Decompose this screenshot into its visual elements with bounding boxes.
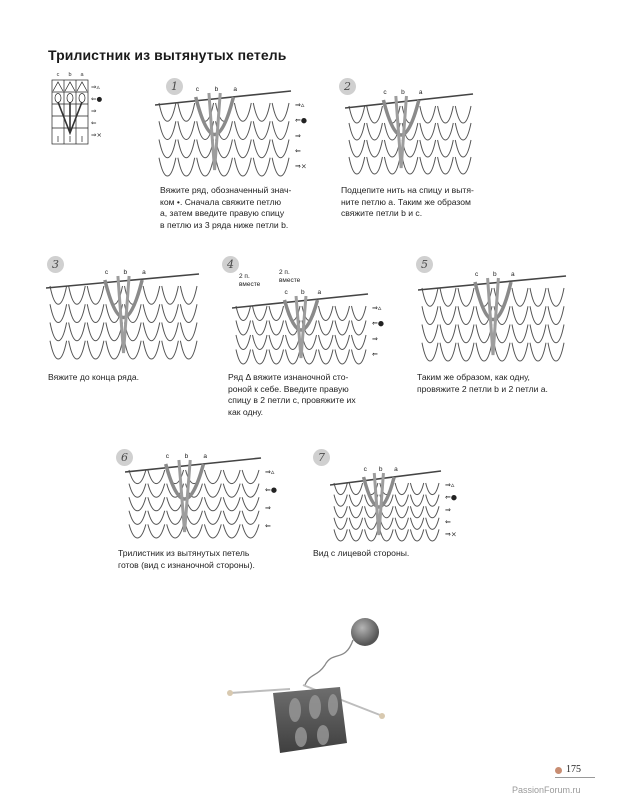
stitch-letter-c: c — [383, 89, 387, 96]
stitch-letter-b: b — [379, 466, 383, 473]
row-mark: ⇐ — [265, 522, 271, 530]
stitch-letter-c: c — [105, 269, 109, 276]
stitch-letter-c: c — [196, 86, 200, 93]
step-4-illustration: c b a ⇒▵ ⇐● ⇒ ⇐ — [232, 288, 392, 368]
row-mark: ⇐ — [445, 518, 451, 526]
knitted-sample-photo — [225, 615, 395, 755]
step-4-caption: Ряд Δ вяжите изнаночной сто- роной к себ… — [228, 372, 398, 418]
page-number: 175 — [566, 764, 581, 775]
stitch-letter-c: c — [166, 453, 170, 460]
stitch-letter-a: a — [203, 453, 207, 460]
chart-col-c: c — [57, 72, 60, 78]
stitch-letter-b: b — [124, 269, 128, 276]
step-5-caption: Таким же образом, как одну, провяжите 2 … — [417, 372, 592, 395]
stitch-letter-b: b — [493, 271, 497, 278]
step-7-illustration: c b a ⇒▵ ⇐● ⇒ ⇐ ⇒× — [330, 465, 465, 545]
step-3-caption: Вяжите до конца ряда. — [48, 372, 208, 384]
row-mark: ⇒▵ — [445, 481, 455, 489]
row-mark: ⇐● — [445, 493, 457, 501]
stitch-letter-b: b — [215, 86, 219, 93]
step-7-caption: Вид с лицевой стороны. — [313, 548, 483, 560]
step-6-caption: Трилистник из вытянутых петель готов (ви… — [118, 548, 298, 571]
row-mark: ⇒ — [295, 132, 301, 140]
row-mark: ⇐● — [372, 320, 384, 328]
step-6-illustration: c b a ⇒▵ ⇐● ⇒ ⇐ — [125, 452, 285, 542]
step-4-label-1: 2 п. вместе — [239, 273, 260, 289]
stitch-letter-b: b — [401, 89, 405, 96]
chart-mark-4: ⇐ — [91, 119, 97, 127]
step-1-illustration: c b a ⇒▵ ⇐● ⇒ ⇐ ⇒× — [155, 85, 315, 180]
step-4-number: 4 — [222, 256, 239, 273]
step-7-number: 7 — [313, 449, 330, 466]
stitch-letter-a: a — [142, 269, 146, 276]
row-mark: ⇒× — [295, 163, 307, 171]
stitch-letter-a: a — [511, 271, 515, 278]
stitch-letter-a: a — [233, 86, 237, 93]
chart-mark-3: ⇒ — [91, 107, 97, 115]
stitch-letter-c: c — [364, 466, 368, 473]
row-mark: ⇒ — [445, 506, 451, 514]
stitch-letter-c: c — [475, 271, 479, 278]
row-mark: ⇐● — [295, 116, 307, 124]
stitch-letter-c: c — [285, 289, 289, 296]
step-1-caption: Вяжите ряд, обозначенный знач- ком •. Сн… — [160, 185, 330, 231]
step-2-caption: Подцепите нить на спицу и вытя- ните пет… — [341, 185, 511, 220]
row-mark: ⇒ — [265, 504, 271, 512]
stitch-letter-a: a — [419, 89, 423, 96]
row-mark: ⇐● — [265, 486, 277, 494]
stitch-letter-b: b — [301, 289, 305, 296]
stitch-chart: c b a ⇒▵ ⇐● ⇒ ⇐ ⇒× — [48, 71, 118, 147]
chart-mark-5: ⇒× — [91, 131, 102, 139]
chart-mark-2: ⇐● — [91, 95, 102, 103]
row-mark: ⇒ — [372, 335, 378, 343]
row-mark: ⇒▵ — [372, 304, 382, 312]
stitch-letter-b: b — [185, 453, 189, 460]
chart-col-a: a — [80, 72, 84, 78]
row-mark: ⇐ — [372, 351, 378, 359]
watermark: PassionForum.ru — [512, 785, 581, 795]
row-mark: ⇒▵ — [295, 101, 305, 109]
chart-col-b: b — [68, 72, 71, 78]
stitch-letter-a: a — [394, 466, 398, 473]
row-mark: ⇒▵ — [265, 468, 275, 476]
step-4-label-2: 2 п. вместе — [279, 269, 300, 285]
page-number-dot — [555, 767, 562, 774]
footer-rule — [555, 777, 595, 778]
page-title: Трилистник из вытянутых петель — [48, 47, 286, 63]
row-mark: ⇐ — [295, 147, 301, 155]
stitch-letter-a: a — [318, 289, 322, 296]
chart-mark-1: ⇒▵ — [91, 83, 100, 91]
row-mark: ⇒× — [445, 531, 457, 539]
